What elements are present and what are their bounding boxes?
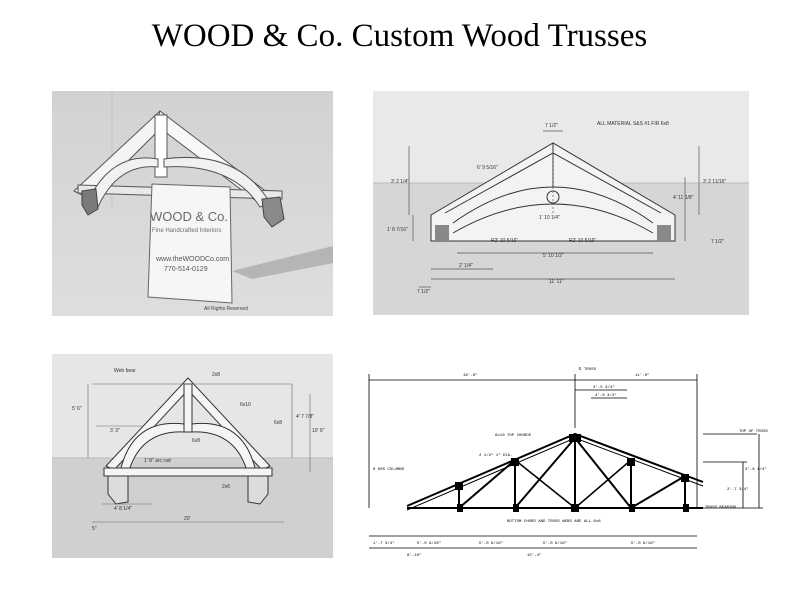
sign-phone: 770-514-0129 xyxy=(164,266,208,273)
cad-bearing: TRUSS BEARING xyxy=(705,506,737,510)
label-edge: 5" xyxy=(92,526,97,532)
cad-h1: 2'-7 3/4" xyxy=(727,487,749,492)
label-span: 20' xyxy=(184,516,191,522)
cad-left-total: 19'-9" xyxy=(463,373,477,378)
cad-b3: 5'-0 9/16" xyxy=(479,541,503,546)
cad-right-total: 11'-0" xyxy=(635,373,649,378)
truss-render-drawing: WOOD & Co. Fine Handcrafted Interiors ww… xyxy=(52,91,333,316)
dim-top-width: 7 1/2" xyxy=(545,123,558,129)
dim-end-right: 7 1/2" xyxy=(711,239,724,245)
cad-truss-cl: ℄ TRUSS xyxy=(578,367,597,372)
material-note: ALL MATERIAL S&S #1 FIR 6x8 xyxy=(597,121,669,127)
cad-b2: 5'-0 9/16" xyxy=(417,541,441,546)
label-arch-note: 1' 8" arc rad xyxy=(144,458,171,464)
label-left-dim: 5' 6" xyxy=(72,406,82,412)
label-peak: 2x8 xyxy=(212,372,220,378)
label-right-dim: 4' 7 7/8" xyxy=(296,414,314,420)
cad-d1: 3'-5 3/4" xyxy=(593,385,615,390)
dim-arch-span: 5' 10 1/2" xyxy=(543,253,564,259)
cad-truss-drawing: 19'-9" ℄ TRUSS 11'-0" 3'-5 3/4" 4'-0 3/4… xyxy=(367,358,776,558)
cad-d2: 4'-0 3/4" xyxy=(595,393,617,398)
sign-tagline: Fine Handcrafted Interiors xyxy=(152,228,221,234)
cad-b5: 5'-0 9/16" xyxy=(631,541,655,546)
cad-top-of-truss: TOP OF TRUSS xyxy=(739,430,768,434)
arch-truss-drawing: Web bear 2x8 6x10 6x8 6x8 2x6 5' 6" 4' 7… xyxy=(52,354,333,558)
dim-peak-height: 4' 11 1/8" xyxy=(673,195,694,201)
cad-b1: 1'-7 3/4" xyxy=(373,541,395,546)
cad-chord-note: 6x10 TOP CHORDS xyxy=(495,434,532,438)
dim-radius-right: R2' 10 5/16" xyxy=(569,238,596,244)
truss-render-panel: WOOD & Co. Fine Handcrafted Interiors ww… xyxy=(52,91,333,316)
page-title: WOOD & Co. Custom Wood Trusses xyxy=(151,18,648,54)
label-rafter: 6x10 xyxy=(240,402,251,408)
rights-text: All Rights Reserved xyxy=(204,306,248,312)
sign-url: www.theWOODCo.com xyxy=(155,256,229,263)
cad-truss-panel: 19'-9" ℄ TRUSS 11'-0" 3'-5 3/4" 4'-0 3/4… xyxy=(367,358,776,558)
sign-brand: WOOD & Co. xyxy=(150,209,228,224)
cad-bottom-note: BOTTOM CHORD AND TRUSS WEBS ARE ALL 6x8 xyxy=(507,520,601,524)
label-mid-left: 3' 3" xyxy=(110,428,120,434)
cad-b4: 5'-0 9/16" xyxy=(543,541,567,546)
dim-end-left: 7 1/2" xyxy=(417,289,430,295)
truss-elevation-panel: ALL MATERIAL S&S #1 FIR 6x8 7 1/2" 6' 9 … xyxy=(373,91,749,315)
cad-cols: 6 HSS COLUMNS xyxy=(373,468,405,472)
label-bottom: 2x6 xyxy=(222,484,230,490)
label-brace: 6x8 xyxy=(274,420,282,426)
dim-arch-rise: 1' 10 1/4" xyxy=(539,215,560,221)
truss-elevation-drawing: ALL MATERIAL S&S #1 FIR 6x8 7 1/2" 6' 9 … xyxy=(373,91,749,315)
dim-rafter: 6' 9 5/16" xyxy=(477,165,498,171)
cad-left-note: 2 1/2" 1" DIA. xyxy=(479,453,513,458)
dim-left-height: 3' 2 1/4" xyxy=(391,179,409,185)
cad-bottom-left: 8'-10" xyxy=(407,553,421,558)
dim-right-height: 3' 2 11/16" xyxy=(703,179,726,185)
label-far-right: 10' 6" xyxy=(312,428,325,434)
cad-h2: 3'-8 1/4" xyxy=(745,467,767,472)
cad-bottom-right: 15'-4" xyxy=(527,553,541,558)
dim-wall-height: 1' 8 7/16" xyxy=(387,227,408,233)
label-top-left: Web bear xyxy=(114,368,136,374)
label-base-left: 4' 8 1/4" xyxy=(114,506,132,512)
arch-truss-panel: Web bear 2x8 6x10 6x8 6x8 2x6 5' 6" 4' 7… xyxy=(52,354,333,558)
dim-bracket-width: 2' 1/4" xyxy=(459,263,473,269)
label-post: 6x8 xyxy=(192,438,200,444)
dim-overall-width: 11' 11" xyxy=(549,279,564,285)
dim-radius-left: R2' 10 5/16" xyxy=(491,238,518,244)
